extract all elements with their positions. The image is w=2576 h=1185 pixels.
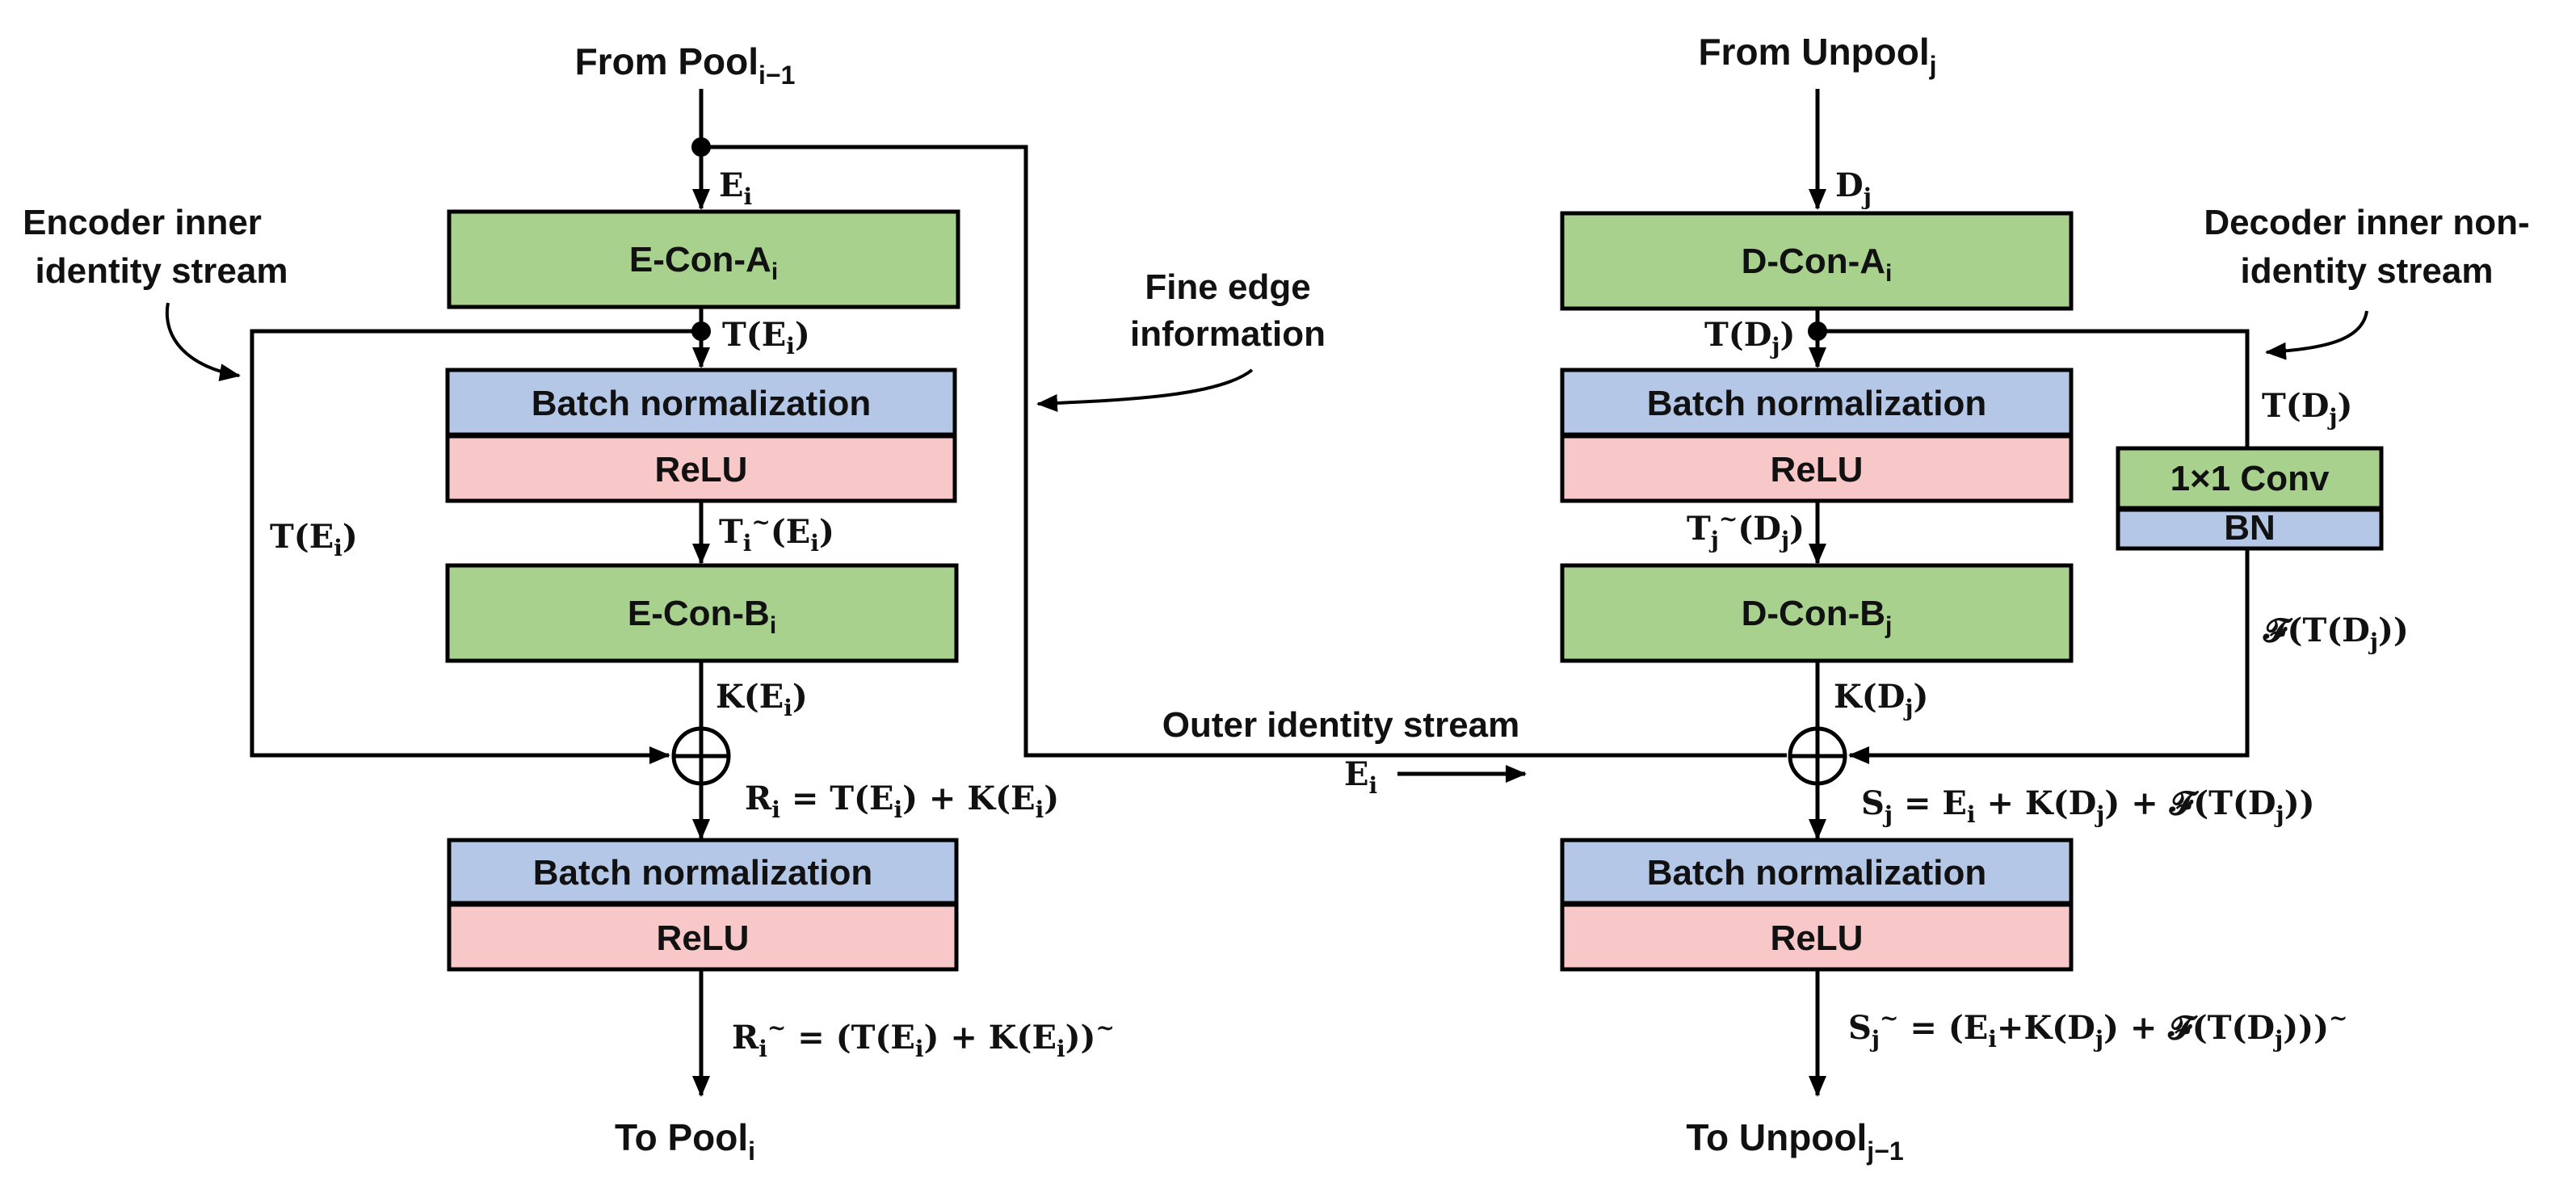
encoder-sum-node (671, 726, 731, 786)
encoder-stream-curved-arrow (165, 302, 241, 381)
wire-outer-identity-stream (701, 145, 1787, 758)
encoder-relu2-block: ReLU (447, 902, 959, 972)
dcona-label: D-Con-A (1742, 242, 1885, 281)
decoder-con-a-block: D-Con-Ai (1560, 211, 2074, 311)
encoder-stream-annotation-line2: identity stream (36, 251, 288, 291)
outer-stream-ei-label: Ei (1344, 755, 1377, 799)
junction-dot-decoder-branch (1808, 321, 1827, 341)
encoder-stream-annotation-line1: Encoder inner (23, 203, 262, 242)
encoder-bn1-block: Batch normalization (445, 368, 957, 437)
fine-edge-curved-arrow (1036, 368, 1254, 412)
decoder-bn2-label: Batch normalization (1647, 853, 1987, 893)
fine-edge-annotation-line1: Fine edge (1145, 267, 1310, 307)
svg-text:D-Con-Bj: D-Con-Bj (1742, 594, 1893, 639)
decoder-stream-curved-arrow (2265, 310, 2368, 360)
decoder-wires (1397, 89, 2250, 1097)
wire-decoder-branch-return (1848, 549, 2250, 764)
econb-label: E-Con-B (628, 594, 770, 633)
decoder-t-tilde-label: Tj~(Dj) (1687, 506, 1805, 553)
decoder-conv1x1-block: 1×1 Conv (2116, 446, 2384, 511)
dconb-label: D-Con-B (1742, 594, 1885, 633)
decoder-t-label: T(Dj) (1704, 316, 1795, 359)
encoder-bn2-label: Batch normalization (533, 853, 873, 893)
encoder-bn1-label: Batch normalization (532, 384, 872, 423)
encoder-input-label: From Pooli−1 (575, 40, 796, 90)
svg-text:E-Con-Bi: E-Con-Bi (628, 594, 776, 639)
encoder-k-label: K(Ei) (716, 678, 808, 721)
junction-dot-input (691, 137, 711, 157)
encoder-relu1-block: ReLU (445, 434, 957, 503)
decoder-relu1-label: ReLU (1771, 450, 1864, 490)
decoder-bn1-label: Batch normalization (1647, 384, 1987, 423)
svg-text:D-Con-Ai: D-Con-Ai (1742, 242, 1893, 287)
econa-label: E-Con-A (629, 240, 771, 279)
decoder-relu2-label: ReLU (1771, 918, 1864, 958)
decoder-stream-annotation-line2: identity stream (2241, 251, 2494, 291)
decoder-stream-annotation-line1: Decoder inner non- (2204, 203, 2529, 242)
decoder-input-label: From Unpoolj (1698, 31, 1936, 80)
encoder-t-tilde-label: Ti~(Ei) (719, 509, 834, 557)
decoder-s-tilde-equation: Sj~ = (Ei+K(Dj) + 𝓕(T(Dj)))~ (1848, 1005, 2347, 1053)
encoder-r-equation: Ri = T(Ei) + K(Ei) (745, 779, 1059, 823)
encoder-output-label: To Pooli (615, 1116, 755, 1166)
decoder-bn2-block: Batch normalization (1560, 838, 2074, 906)
encoder-relu1-label: ReLU (655, 450, 748, 490)
decoder-output-label: To Unpoolj−1 (1686, 1116, 1903, 1166)
junction-dot-encoder-branch (691, 321, 711, 341)
decoder-relu2-block: ReLU (1560, 902, 2074, 972)
decoder-sum-node (1788, 726, 1847, 786)
decoder-k-label: K(Dj) (1834, 678, 1928, 721)
decoder-f-label: 𝓕(T(Dj)) (2263, 611, 2409, 655)
encoder-bn2-block: Batch normalization (447, 838, 959, 906)
decoder-relu1-block: ReLU (1560, 434, 2074, 503)
encoder-wires (250, 89, 1787, 1097)
encoder-r-tilde-equation: Ri~ = (T(Ei) + K(Ei))~ (732, 1015, 1115, 1062)
conv1x1-label: 1×1 Conv (2170, 459, 2330, 498)
encoder-con-a-block: E-Con-Ai (447, 209, 960, 309)
decoder-bn1-block: Batch normalization (1560, 368, 2074, 437)
svg-text:E-Con-Ai: E-Con-Ai (629, 240, 778, 285)
decoder-s-equation: Sj = Ei + K(Dj) + 𝓕(T(Dj)) (1861, 784, 2315, 828)
fine-edge-annotation-line2: information (1130, 314, 1326, 354)
decoder-bn-small-block: BN (2116, 507, 2384, 551)
decoder-dj-label: Dj (1835, 166, 1872, 210)
encoder-relu2-label: ReLU (657, 918, 750, 958)
wire-decoder-branch-down (1817, 329, 2250, 447)
decoder-branch-t-label: T(Dj) (2262, 387, 2352, 431)
decoder-con-b-block: D-Con-Bj (1560, 563, 2074, 663)
encoder-con-b-block: E-Con-Bi (445, 563, 959, 663)
outer-stream-annotation: Outer identity stream (1162, 705, 1520, 745)
encoder-identity-branch-label: T(Ei) (270, 518, 358, 561)
wire-encoder-identity-branch (250, 329, 701, 764)
bn-small-label: BN (2224, 508, 2276, 548)
encoder-t-label: T(Ei) (722, 316, 810, 359)
encoder-ei-label: Ei (719, 166, 752, 210)
